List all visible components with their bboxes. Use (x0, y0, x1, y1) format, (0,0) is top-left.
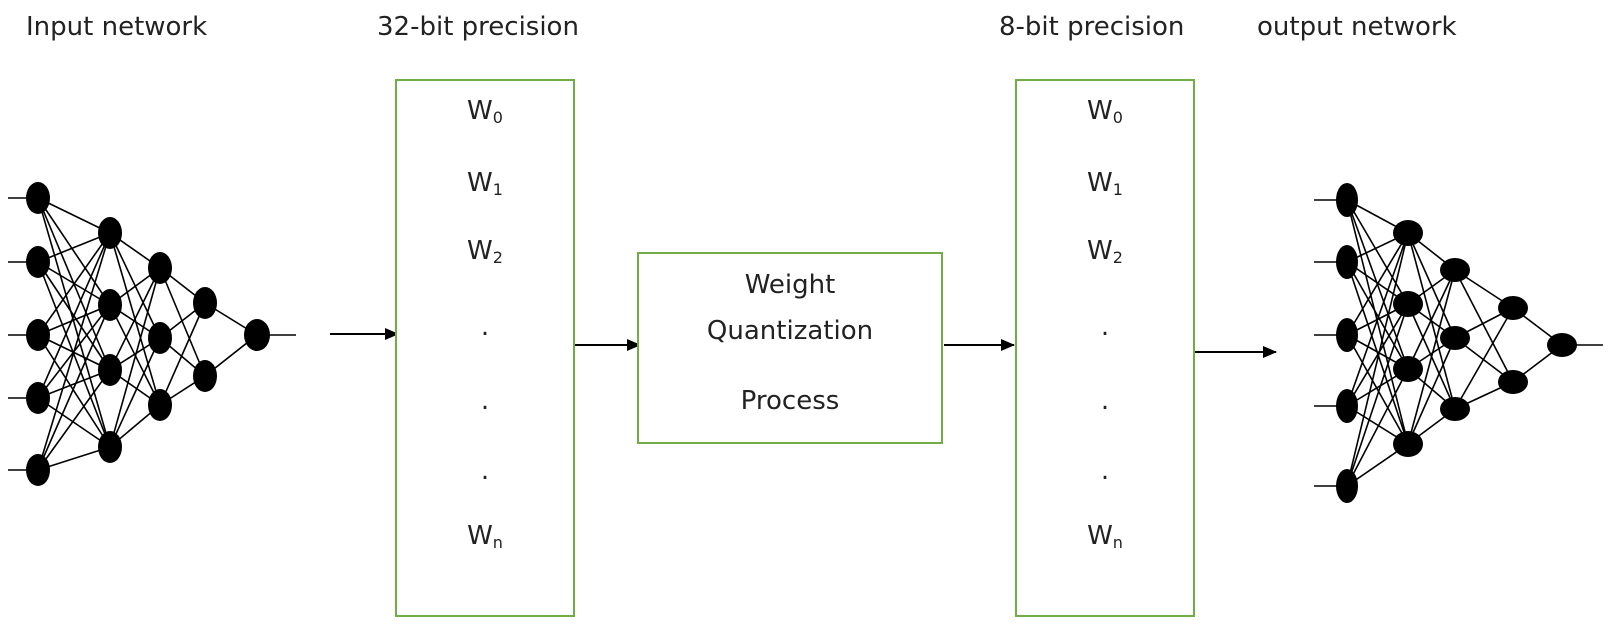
network-edge (37, 232, 111, 336)
network-node (148, 389, 172, 421)
network-edge (1346, 303, 1409, 407)
ellipsis-dot: . (1100, 456, 1110, 486)
network-node (1393, 291, 1423, 317)
ellipsis-dot: . (480, 456, 490, 486)
network-edge (159, 302, 206, 406)
network-edge (37, 261, 111, 448)
network-edge (1407, 232, 1456, 339)
network-node (26, 246, 50, 278)
network-edge (109, 267, 161, 448)
network-node (1393, 220, 1423, 246)
network-edge (109, 337, 161, 448)
network-edge (37, 197, 111, 448)
network-edge (37, 232, 111, 399)
precision-32-label: 32-bit precision (377, 12, 579, 42)
network-node (98, 354, 122, 386)
network-edge (37, 369, 111, 399)
network-node (26, 319, 50, 351)
network-node (1393, 356, 1423, 382)
network-node (244, 319, 270, 351)
input-network-graph (8, 182, 296, 486)
network-edge (37, 197, 111, 306)
network-node (1547, 333, 1577, 357)
network-node (1336, 318, 1358, 352)
ellipsis-dot: . (480, 312, 490, 342)
network-node (193, 360, 217, 392)
network-edge (109, 267, 161, 371)
network-edge (1346, 261, 1409, 370)
network-node (1393, 431, 1423, 457)
weights-32bit-box: W0 W1 W2 . . . Wn (395, 79, 575, 617)
network-node (98, 217, 122, 249)
process-line-weight: Weight (744, 270, 836, 300)
network-edge (1454, 307, 1514, 410)
weight-wn: Wn (1087, 521, 1123, 552)
network-node (1336, 389, 1358, 423)
network-node (1498, 296, 1528, 320)
network-edge (1407, 269, 1456, 370)
network-edge (1346, 232, 1409, 336)
precision-8-label: 8-bit precision (999, 12, 1185, 42)
network-node (98, 431, 122, 463)
weight-w2: W2 (1087, 236, 1123, 267)
weight-w1: W1 (1087, 168, 1123, 199)
process-line-process: Process (740, 386, 840, 416)
weight-w0: W0 (467, 96, 503, 127)
network-edge (1407, 337, 1456, 445)
network-edge (37, 334, 111, 448)
network-node (1440, 326, 1470, 350)
network-node (193, 287, 217, 319)
weight-w2: W2 (467, 236, 503, 267)
network-node (1336, 469, 1358, 503)
network-edge (37, 232, 111, 263)
ellipsis-dot: . (1100, 386, 1110, 416)
weights-8bit-box: W0 W1 W2 . . . Wn (1015, 79, 1195, 617)
network-node (1440, 397, 1470, 421)
network-edge (1346, 232, 1409, 407)
network-edge (37, 397, 111, 448)
ellipsis-dot: . (1100, 312, 1110, 342)
weight-quantization-process-box: Weight Quantization Process (637, 252, 943, 444)
network-node (26, 454, 50, 486)
network-node (26, 382, 50, 414)
network-node (26, 182, 50, 214)
network-edge (1407, 269, 1456, 445)
network-edge (37, 369, 111, 471)
ellipsis-dot: . (480, 386, 490, 416)
network-node (1440, 258, 1470, 282)
output-network-graph (1314, 183, 1603, 503)
network-edge (37, 304, 111, 336)
network-node (1336, 183, 1358, 217)
network-edge (37, 304, 111, 471)
network-edge (1346, 199, 1409, 445)
network-node (1498, 370, 1528, 394)
network-node (98, 289, 122, 321)
output-network-label: output network (1257, 12, 1457, 42)
network-edge (1346, 232, 1409, 487)
network-node (1336, 245, 1358, 279)
input-network-label: Input network (26, 12, 208, 42)
network-edge (159, 267, 206, 377)
network-edge (37, 446, 111, 471)
network-edge (1346, 261, 1409, 445)
network-edge (1454, 269, 1514, 383)
network-node (148, 322, 172, 354)
weight-wn: Wn (467, 521, 503, 552)
network-node (148, 252, 172, 284)
network-edge (1346, 199, 1409, 305)
network-edge (1346, 334, 1409, 445)
weight-w1: W1 (467, 168, 503, 199)
network-edge (1346, 368, 1409, 487)
process-line-quantization: Quantization (706, 316, 874, 346)
network-edge (109, 232, 161, 339)
network-edge (37, 232, 111, 471)
network-edge (1346, 303, 1409, 487)
network-edge (37, 197, 111, 234)
weight-w0: W0 (1087, 96, 1123, 127)
